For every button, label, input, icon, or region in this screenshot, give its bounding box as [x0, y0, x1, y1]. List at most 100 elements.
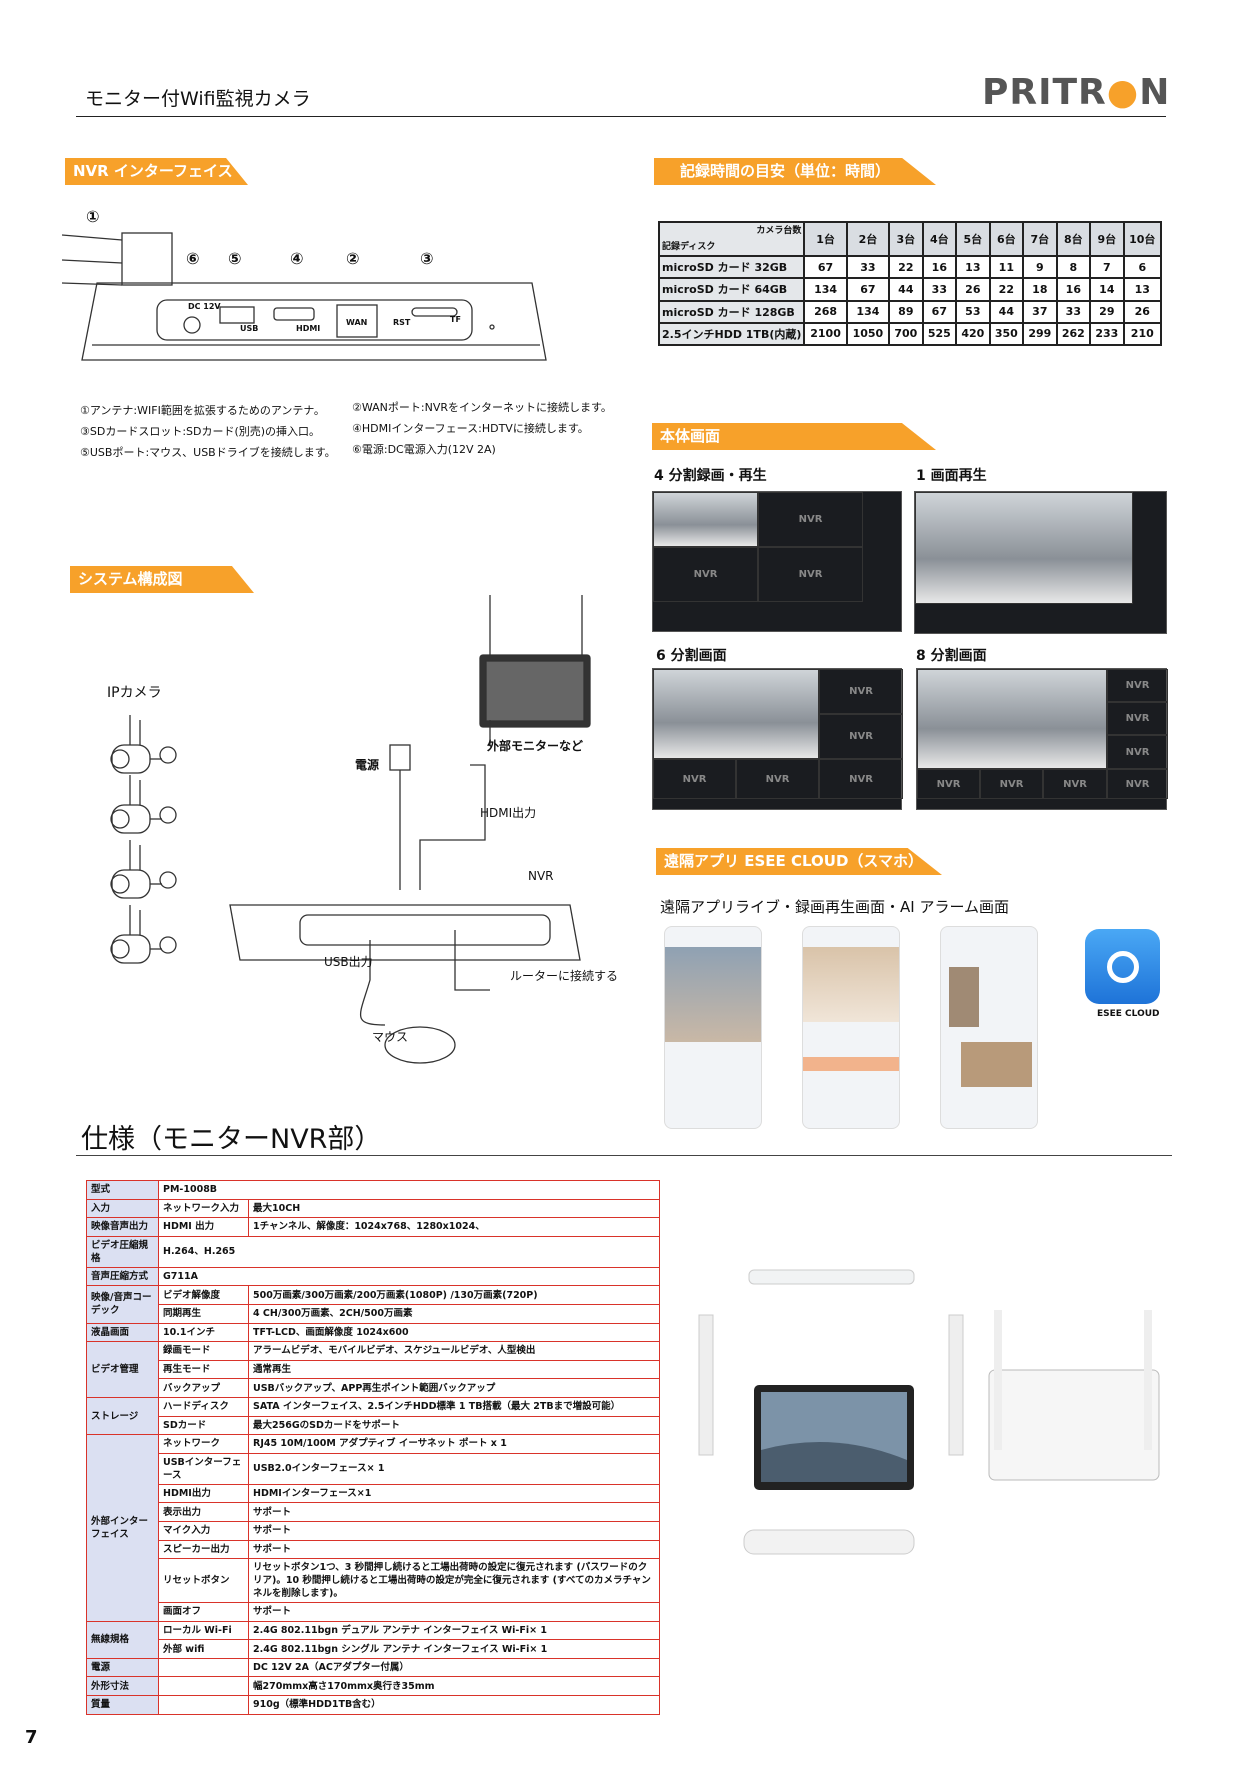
spec-title: 仕様（モニターNVR部） [81, 1124, 382, 1155]
spec-label: ローカル Wi-Fi [158, 1620, 249, 1641]
screen-label-single: 1 画面再生 [916, 468, 987, 484]
hours-cell: 33 [845, 254, 891, 280]
port-wan: WAN [346, 318, 368, 327]
label-mouse: マウス [372, 1030, 409, 1044]
spec-category: 映像/音声コーデック [86, 1285, 159, 1324]
system-diagram [110, 595, 591, 1064]
port-rst: RST [393, 318, 411, 327]
callout-2: ② [346, 249, 360, 268]
spec-value: アラームビデオ、モバイルビデオ、スケジュールビデオ、人型検出 [248, 1341, 660, 1361]
note: ⑥電源:DC電源入力(12V 2A) [352, 443, 496, 456]
spec-label: 外部 wifi [158, 1639, 249, 1659]
callout-5: ⑤ [228, 249, 242, 268]
hours-cell: 1050 [845, 321, 891, 347]
spec-value: 2.4G 802.11bgn シングル アンテナ インターフェイス Wi-Fi×… [248, 1639, 660, 1659]
brand-logo: PRITR●N [982, 72, 1171, 113]
spec-value: TFT-LCD、画面解像度 1024x600 [248, 1322, 660, 1343]
spec-value: USB2.0インターフェース× 1 [248, 1452, 660, 1485]
spec-label: マイク入力 [158, 1520, 249, 1541]
app-screenshot-playback [802, 926, 900, 1129]
spec-row: 外形寸法幅270mmx高さ170mmx奥行き35mm [86, 1676, 660, 1697]
hours-cell: 2100 [803, 321, 848, 347]
spec-value: 4 CH/300万画素、2CH/500万画素 [248, 1303, 660, 1324]
camera-icons [110, 715, 177, 964]
esee-cloud-app-icon[interactable] [1085, 929, 1160, 1004]
spec-label: ネットワーク入力 [158, 1198, 249, 1219]
spec-label: 表示出力 [158, 1502, 249, 1522]
spec-category: 質量 [86, 1695, 159, 1715]
label-nvr: NVR [528, 869, 554, 883]
hours-cell: 67 [845, 277, 891, 302]
spec-category: 電源 [86, 1657, 159, 1678]
spec-category: 液晶画面 [86, 1322, 159, 1343]
hours-cell: 233 [1089, 321, 1125, 347]
spec-value: サポート [248, 1502, 660, 1522]
spec-value: 幅270mmx高さ170mmx奥行き35mm [248, 1676, 660, 1697]
hours-cell: 700 [888, 321, 924, 347]
spec-value: SATA インターフェイス、2.5インチHDD標準 1 TB搭載（最大 2TBま… [248, 1396, 660, 1417]
spec-row: 質量 910g（標準HDD1TB含む） [86, 1695, 660, 1715]
spec-value: HDMIインターフェース×1 [248, 1483, 660, 1504]
spec-label: 再生モード [158, 1359, 249, 1380]
hours-cell: 13 [955, 254, 991, 280]
spec-value: RJ45 10M/100M アダプティブ イーサネット ポート x 1 [248, 1434, 660, 1454]
spec-label: HDMI出力 [158, 1483, 249, 1504]
hours-cell: 13 [1122, 277, 1163, 302]
spec-row: 入力ネットワーク入力最大10CH [86, 1198, 660, 1219]
esee-cloud-label: ESEE CLOUD [1097, 1009, 1160, 1019]
note: ④HDMIインターフェース:HDTVに接続します。 [352, 422, 589, 435]
label-usb: USB出力 [324, 955, 373, 969]
hours-cell: 37 [1022, 299, 1058, 324]
hours-cell: 26 [1122, 299, 1163, 324]
recording-time-banner: 記録時間の目安（単位：時間） [654, 158, 936, 185]
spec-label: 録画モード [158, 1341, 249, 1361]
hours-cell: 22 [988, 277, 1025, 302]
hours-cell: 53 [955, 299, 991, 324]
camera-count-header: 1台 [803, 221, 848, 257]
port-dc: DC 12V [188, 302, 221, 311]
system-banner: システム構成図 [70, 566, 254, 593]
app-screenshot-alarm [940, 926, 1038, 1129]
note: ②WANポート:NVRをインターネットに接続します。 [352, 401, 612, 414]
spec-value: 1チャンネル、解像度：1024x768、1280x1024、 [248, 1217, 660, 1237]
label-hdmi: HDMI出力 [480, 806, 537, 820]
spec-label: SDカード [158, 1415, 249, 1436]
body-screen-banner: 本体画面 [652, 423, 936, 450]
spec-value: DC 12V 2A（ACアダプター付属） [248, 1657, 660, 1678]
spec-row: 再生モード通常再生 [87, 1359, 660, 1380]
spec-value: 2.4G 802.11bgn デュアル アンテナ インターフェイス Wi-Fi×… [248, 1620, 660, 1641]
hours-cell: 299 [1022, 321, 1058, 347]
callout-4: ④ [290, 249, 304, 268]
spec-value: 910g（標準HDD1TB含む） [248, 1695, 660, 1715]
hours-cell: 350 [988, 321, 1025, 347]
camera-count-header: 2台 [845, 221, 891, 257]
spec-row: 表示出力サポート [87, 1502, 660, 1522]
camera-count-header: 4台 [921, 221, 958, 257]
spec-category: ビデオ管理 [86, 1341, 159, 1398]
port-hdmi: HDMI [296, 324, 321, 333]
note: ⑤USBポート:マウス、USBドライブを接続します。 [80, 446, 336, 459]
note: ①アンテナ:WIFI範囲を拡張するためのアンテナ。 [80, 404, 325, 417]
spec-row: リセットボタンリセットボタン1つ、3 秒間押し続けると工場出荷時の設定に復元され… [87, 1558, 660, 1604]
hours-cell: 29 [1089, 299, 1125, 324]
spec-label: 画面オフ [158, 1602, 249, 1622]
hours-cell: 26 [955, 277, 991, 302]
screen-label-6split: 6 分割画面 [656, 648, 727, 664]
spec-category: 音声圧縮方式 [86, 1266, 159, 1287]
spec-category: 型式 [86, 1180, 159, 1200]
spec-value: 最大256GのSDカードをサポート [248, 1415, 660, 1436]
hours-cell: 33 [921, 277, 958, 302]
spec-label [158, 1676, 249, 1697]
spec-value: 通常再生 [248, 1359, 660, 1380]
spec-value: リセットボタン1つ、3 秒間押し続けると工場出荷時の設定に復元されます (パスワ… [248, 1558, 660, 1604]
